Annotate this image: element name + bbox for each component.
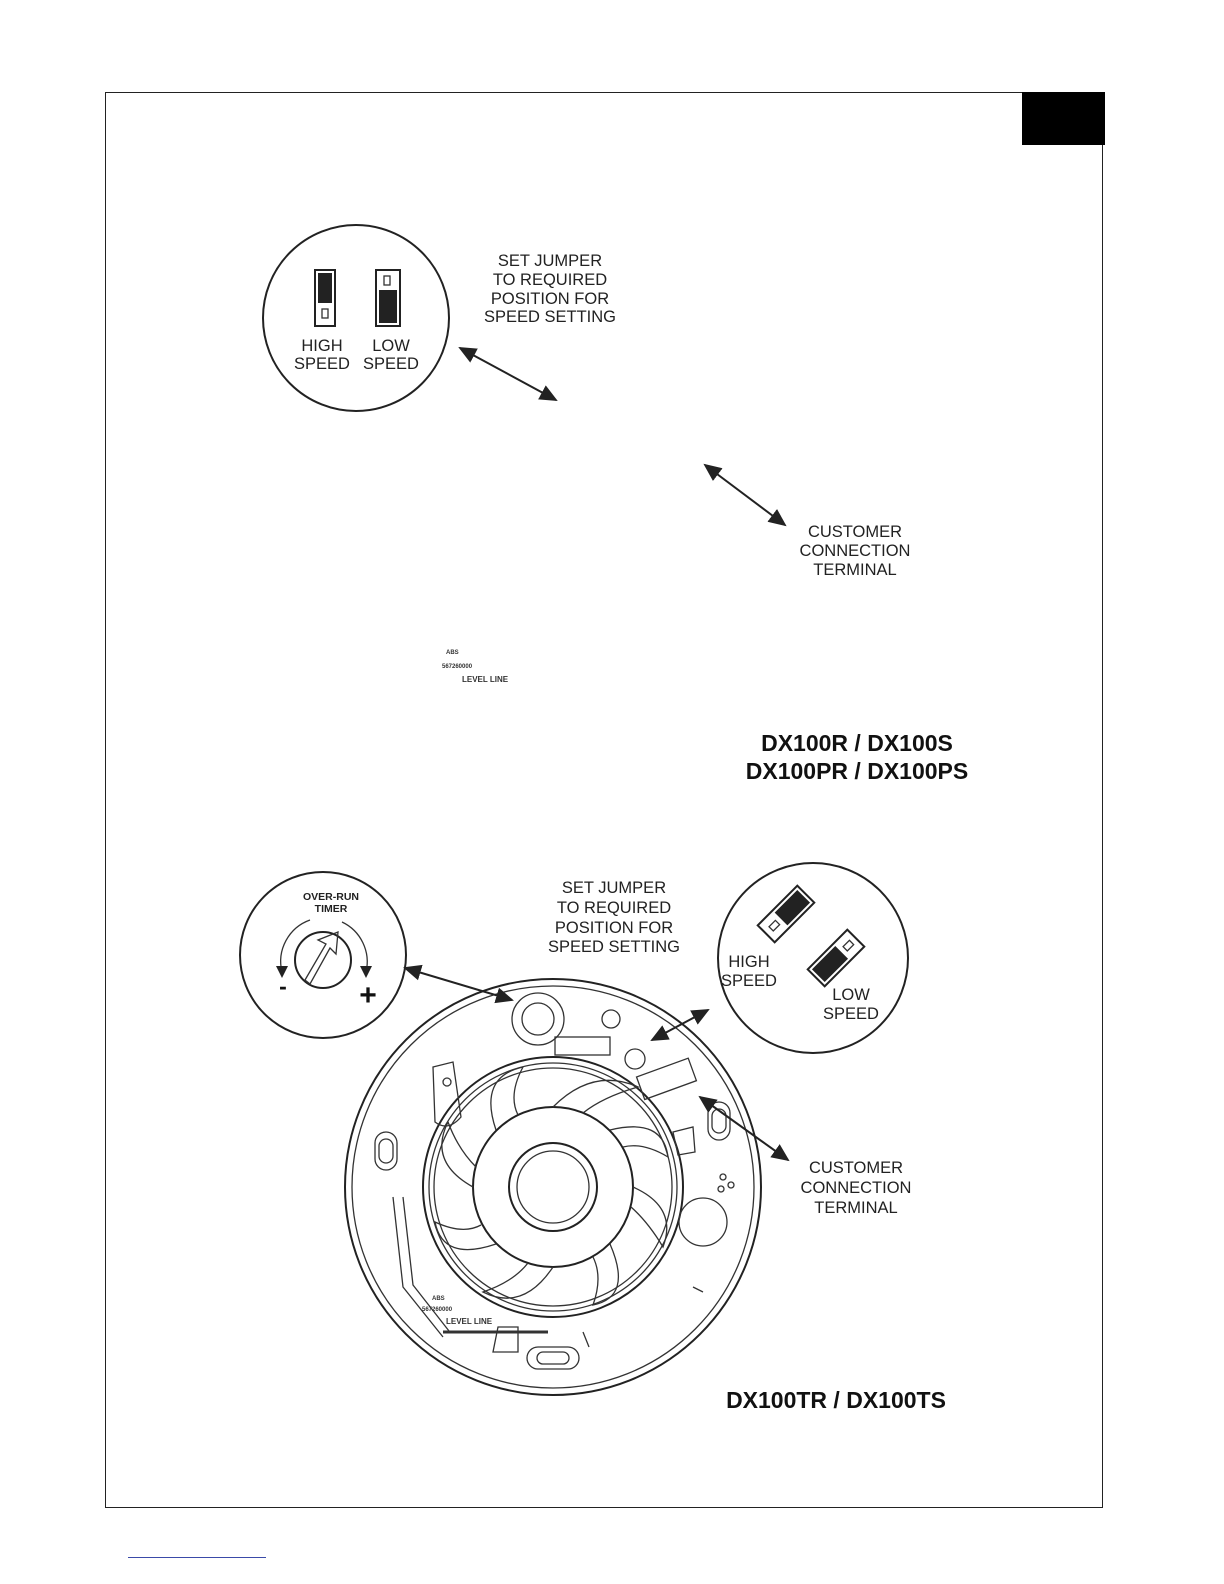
footer-rule [128,1557,266,1558]
high-speed-top-1: HIGH [301,337,342,355]
terminal-arrow-bottom [698,1095,790,1162]
high-speed-bottom-2: SPEED [721,972,777,990]
jumper-note-bottom-4: SPEED SETTING [548,938,680,956]
terminal-bottom-1: CUSTOMER [809,1159,903,1177]
model-bottom: DX100TR / DX100TS [726,1387,946,1413]
timer-inset [239,871,407,1039]
jumper-inset-top [262,224,450,412]
timer-label-2: TIMER [315,903,348,915]
jumper-high-icon [314,269,336,327]
jumper-note-bottom-3: POSITION FOR [555,919,673,937]
terminal-bottom-3: TERMINAL [814,1199,897,1217]
part-code-bottom-2: 567260000 [422,1307,453,1313]
jumper-note-top-2: TO REQUIRED [493,271,607,289]
jumper-note-bottom-1: SET JUMPER [562,879,666,897]
terminal-top-1: CUSTOMER [808,523,902,541]
part-code-top-2: 567260000 [442,664,473,670]
high-speed-bottom-1: HIGH [728,953,769,971]
part-code-top: ABS [446,650,459,656]
model-top-2: DX100PR / DX100PS [746,758,968,784]
jumper-arrow-top [458,347,558,401]
jumper-high-icon-bottom [756,884,816,944]
jumper-inset-bottom [717,862,909,1054]
jumper-note-bottom-2: TO REQUIRED [557,899,671,917]
level-line-top: LEVEL LINE [462,675,509,684]
timer-minus: - [279,973,287,999]
terminal-top-3: TERMINAL [813,561,896,579]
low-speed-bottom-2: SPEED [823,1005,879,1023]
jumper-low-icon [375,269,401,327]
fan-unit-bottom [343,977,763,1397]
section-tab [1022,92,1105,145]
jumper-note-top-1: SET JUMPER [498,252,602,270]
terminal-bottom-2: CONNECTION [801,1179,912,1197]
terminal-arrow-top [703,463,787,527]
jumper-arrow-bottom [650,1009,710,1041]
timer-label-1: OVER-RUN [303,891,359,903]
jumper-note-top-3: POSITION FOR [491,290,609,308]
low-speed-top-1: LOW [372,337,410,355]
timer-dial-icon [294,931,352,989]
jumper-note-top-4: SPEED SETTING [484,308,616,326]
part-code-bottom: ABS [432,1296,445,1302]
model-top-1: DX100R / DX100S [761,730,953,756]
high-speed-top-2: SPEED [294,355,350,373]
jumper-low-icon-bottom [806,928,866,988]
level-line-bottom: LEVEL LINE [446,1317,493,1326]
terminal-top-2: CONNECTION [800,542,911,560]
page-frame [105,92,1103,1508]
low-speed-top-2: SPEED [363,355,419,373]
low-speed-bottom-1: LOW [832,986,870,1004]
timer-arrow [403,964,514,1004]
timer-plus: + [359,979,377,1012]
